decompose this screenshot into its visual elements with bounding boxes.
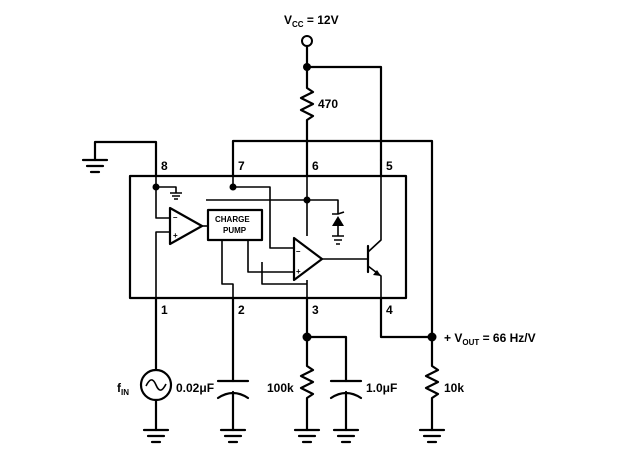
vcc-label: VCC = 12V [284, 13, 339, 29]
charge-pump-label-2: PUMP [223, 226, 247, 235]
opamp2-plus: + [296, 267, 301, 276]
pin1-internal-wire [155, 231, 170, 298]
resistor-470-label: 470 [318, 97, 338, 111]
c2-label: 1.0μF [366, 381, 397, 395]
pin6-internal-wire [206, 176, 339, 236]
pin-2-label: 2 [238, 303, 245, 317]
charge-pump-block [206, 208, 264, 242]
pin-6-label: 6 [312, 159, 319, 173]
resistor-10k [424, 335, 440, 432]
pin7-internal-wire [232, 176, 294, 249]
vcc-terminal [301, 35, 313, 47]
fin-label: fIN [117, 381, 129, 397]
sine-wave-glyph [145, 379, 167, 391]
resistor-470 [299, 65, 315, 177]
resistor-10k-label: 10k [444, 381, 464, 395]
pin3-internal-wire [261, 262, 308, 298]
charge-pump-label-1: CHARGE [215, 215, 250, 224]
capacitor-002-icon [216, 379, 250, 432]
pin3-wire [305, 296, 348, 383]
opamp-output-comparator [292, 236, 324, 282]
charge-pump-to-opamp2 [247, 240, 294, 273]
pin8-ground-wire [93, 140, 158, 178]
pin-1-label: 1 [161, 303, 168, 317]
ground-icon [418, 428, 446, 444]
opamp-input-comparator [168, 206, 204, 246]
ground-icon [142, 428, 170, 444]
ground-icon [293, 428, 321, 444]
ic-body [128, 174, 408, 300]
vout-label: + VOUT = 66 Hz/V [444, 331, 536, 347]
npn-transistor-icon [366, 176, 382, 298]
pin8-internal-wire [155, 176, 177, 219]
internal-ground-icon [170, 192, 182, 200]
pin4-output-wire [379, 296, 434, 339]
resistor-100k [299, 335, 315, 432]
opamp1-minus: – [173, 213, 178, 222]
opamp2-minus: – [296, 247, 301, 256]
ground-icon [81, 158, 109, 174]
capacitor-1uf-icon [329, 379, 363, 432]
pin-7-label: 7 [238, 159, 245, 173]
charge-pump-output-wire [221, 240, 234, 298]
pin-5-label: 5 [386, 159, 393, 173]
pin-8-label: 8 [161, 159, 168, 173]
c1-label: 0.02μF [176, 381, 214, 395]
ground-icon [219, 428, 247, 444]
pin7-feedback-wire [231, 139, 434, 339]
resistor-100k-label: 100k [267, 381, 294, 395]
svg-text:VCC = 12V: VCC = 12V [284, 13, 339, 29]
zener-diode-icon [332, 211, 345, 245]
pin-4-label: 4 [386, 303, 393, 317]
opamp1-plus: + [173, 231, 178, 240]
ground-icon [332, 428, 360, 444]
pin-3-label: 3 [312, 303, 319, 317]
